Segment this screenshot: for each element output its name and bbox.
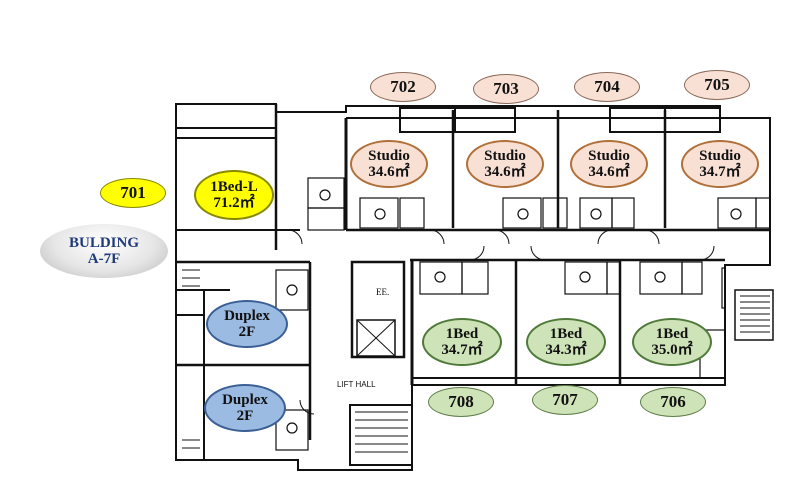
unit-707-type: 1Bed: [549, 325, 583, 342]
unit-704-type: Studio: [588, 147, 630, 164]
unit-705-info[interactable]: Studio 34.7㎡: [681, 140, 759, 188]
unit-705-type: Studio: [699, 147, 741, 164]
unit-number-701[interactable]: 701: [100, 178, 166, 208]
building-label: BULDING A-7F: [40, 224, 168, 278]
unit-703-area: 34.6㎡: [484, 164, 526, 180]
unit-number-707[interactable]: 707: [532, 385, 598, 415]
unit-703-type: Studio: [484, 147, 526, 164]
building-outline: [175, 103, 771, 471]
unit-708-type: 1Bed: [445, 325, 479, 342]
unit-704-info[interactable]: Studio 34.6㎡: [570, 140, 648, 188]
lift-hall-label: LIFT HALL: [337, 380, 376, 389]
unit-708-info[interactable]: 1Bed 34.7㎡: [422, 318, 502, 366]
ee-room-label: EE.: [376, 287, 390, 297]
unit-705-area: 34.7㎡: [699, 164, 741, 180]
duplex-lower-type: Duplex: [222, 391, 268, 408]
unit-701-area: 71.2㎡: [213, 195, 255, 211]
duplex-lower-floor: 2F: [236, 408, 254, 424]
duplex-lower-info[interactable]: Duplex 2F: [204, 384, 286, 432]
duplex-upper-type: Duplex: [224, 307, 270, 324]
unit-701-info[interactable]: 1Bed-L 71.2㎡: [194, 170, 274, 220]
unit-704-area: 34.6㎡: [588, 164, 630, 180]
duplex-upper-info[interactable]: Duplex 2F: [206, 300, 288, 348]
unit-number-708[interactable]: 708: [428, 387, 494, 417]
unit-706-area: 35.0㎡: [651, 342, 693, 358]
building-label-line1: BULDING: [68, 234, 139, 251]
unit-706-info[interactable]: 1Bed 35.0㎡: [632, 318, 712, 366]
unit-702-type: Studio: [368, 147, 410, 164]
unit-number-702[interactable]: 702: [370, 72, 436, 102]
unit-701-type: 1Bed-L: [210, 178, 258, 195]
unit-702-info[interactable]: Studio 34.6㎡: [350, 140, 428, 188]
unit-703-info[interactable]: Studio 34.6㎡: [466, 140, 544, 188]
unit-number-704[interactable]: 704: [574, 72, 640, 102]
unit-707-area: 34.3㎡: [545, 342, 587, 358]
unit-number-706[interactable]: 706: [640, 387, 706, 417]
unit-706-type: 1Bed: [655, 325, 689, 342]
duplex-upper-floor: 2F: [238, 324, 256, 340]
building-label-line2: A-7F: [87, 251, 121, 267]
unit-number-705[interactable]: 705: [684, 70, 750, 100]
unit-702-area: 34.6㎡: [368, 164, 410, 180]
unit-708-area: 34.7㎡: [441, 342, 483, 358]
unit-number-703[interactable]: 703: [473, 74, 539, 104]
unit-707-info[interactable]: 1Bed 34.3㎡: [526, 318, 606, 366]
